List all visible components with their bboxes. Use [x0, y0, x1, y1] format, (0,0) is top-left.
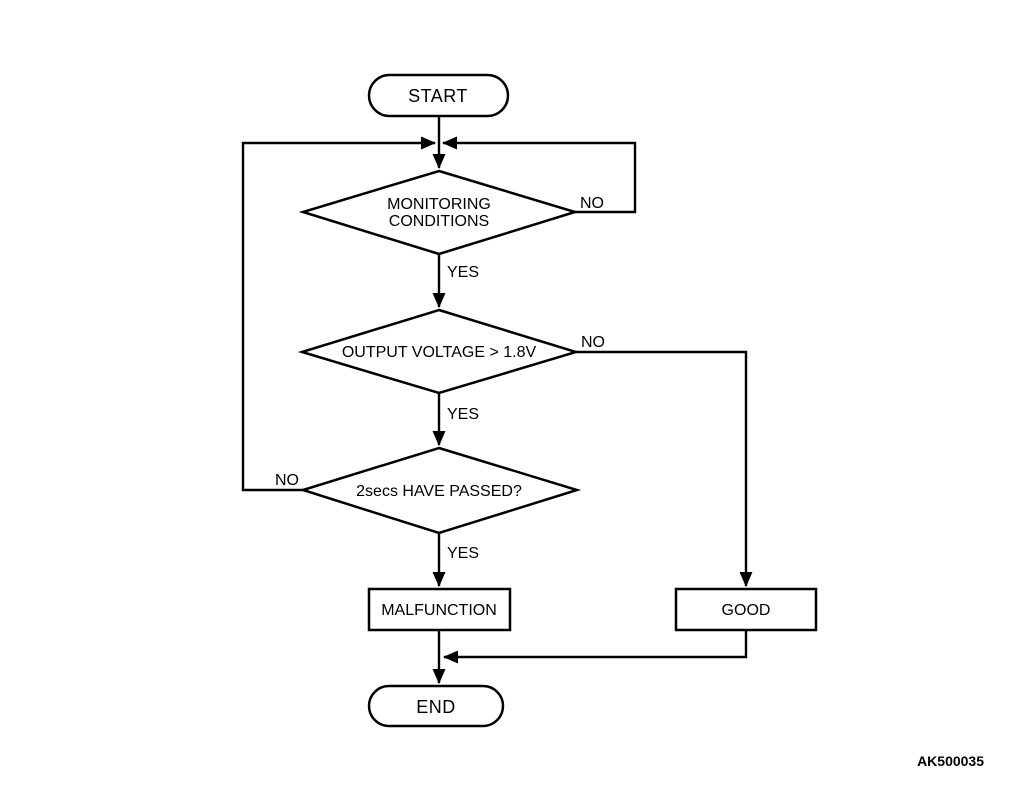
edge-monitoring-no-loop: [442, 136, 637, 214]
end-node: [367, 684, 505, 728]
timer-no-label: NO: [275, 472, 299, 489]
output-voltage-label: OUTPUT VOLTAGE > 1.8V: [342, 344, 537, 361]
start-node: [367, 73, 510, 118]
monitoring-conditions-label-line2: CONDITIONS: [389, 213, 489, 230]
good-label: GOOD: [722, 602, 771, 619]
edge-timer-no-loop: [241, 136, 436, 492]
output-voltage-decision: [297, 308, 581, 395]
monitoring-no-label: NO: [580, 195, 604, 212]
timer-yes-label: YES: [447, 545, 479, 562]
voltage-yes-label: YES: [447, 406, 479, 423]
malfunction-node: [367, 587, 512, 632]
start-node-label: START: [408, 86, 468, 106]
monitoring-conditions-label-line1: MONITORING: [387, 196, 491, 213]
voltage-no-label: NO: [581, 334, 605, 351]
timer-decision: [298, 446, 582, 535]
malfunction-label: MALFUNCTION: [381, 602, 497, 619]
edge-good-to-merge: [443, 630, 748, 664]
monitoring-yes-label: YES: [447, 264, 479, 281]
monitoring-conditions-decision: [298, 169, 580, 256]
edge-voltage-no-to-good: [576, 350, 753, 587]
figure-code: AK500035: [917, 753, 984, 769]
timer-label: 2secs HAVE PASSED?: [356, 483, 522, 500]
good-node: [674, 587, 818, 632]
end-node-label: END: [416, 697, 456, 717]
